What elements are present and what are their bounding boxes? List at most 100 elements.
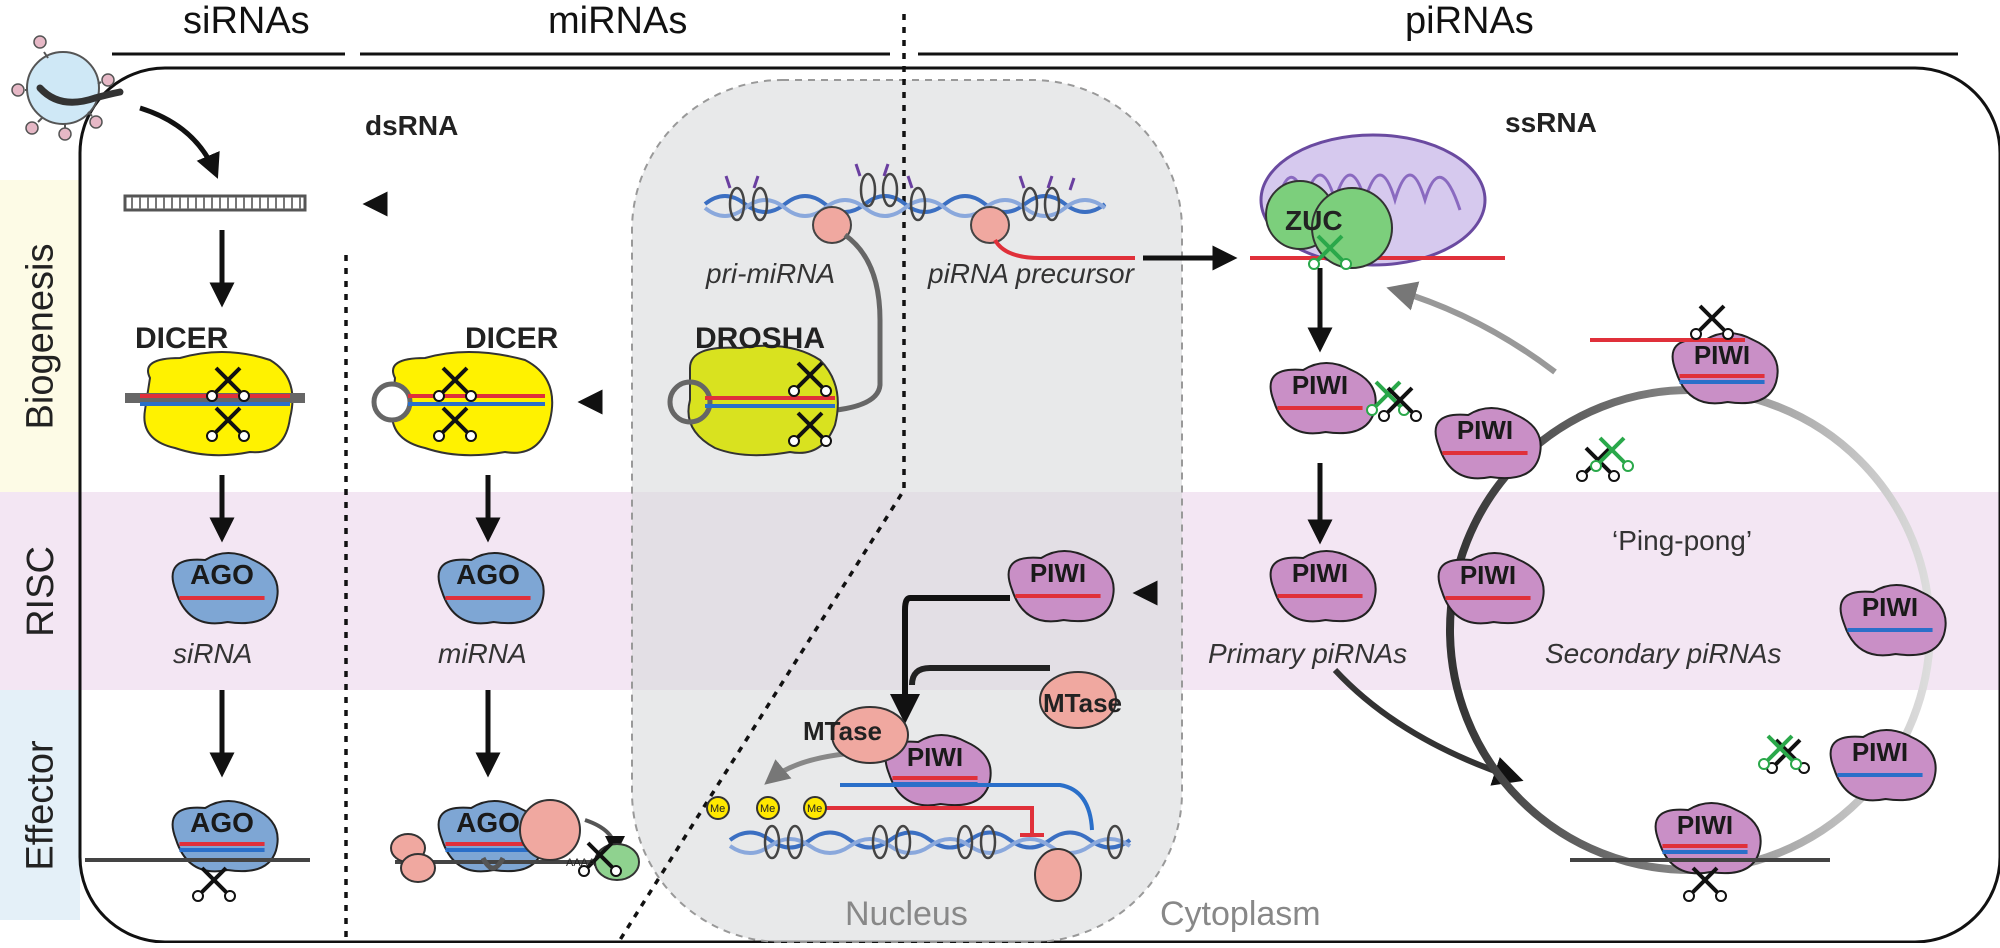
piwi-pingpong-left-upper-label: PIWI <box>1457 415 1513 445</box>
header-pirnas: piRNAs <box>1405 0 1534 42</box>
piwi-primary-label: PIWI <box>1292 558 1348 588</box>
ago-mirna-risc: AGO <box>437 552 545 625</box>
secondary-pirnas-label: Secondary piRNAs <box>1545 638 1782 669</box>
piwi-nuclear-transit-label: PIWI <box>1030 558 1086 588</box>
pri-mirna-label: pri-miRNA <box>705 258 835 289</box>
protein-blobs: AGO AGO AGO AGO PIWI PIWI PIWI PIWI PIWI PIWI PIWI… <box>171 332 1947 875</box>
piwi-pingpong-top: PIWI <box>1671 332 1779 405</box>
scissors-icon <box>1576 446 1620 482</box>
ping-pong-label: ‘Ping-pong’ <box>1612 525 1752 556</box>
scissors-icon <box>206 366 250 402</box>
scissors-icon <box>1308 234 1352 270</box>
scissors-icon <box>788 411 832 447</box>
dicer-mi-label: DICER <box>465 322 559 355</box>
ago-mirna-effector-label: AGO <box>456 807 520 838</box>
piwi-pingpong-left-upper: PIWI <box>1434 407 1542 480</box>
band-biogenesis-label: Biogenesis <box>19 243 62 429</box>
scissors-icon <box>578 841 622 877</box>
scissors-icon <box>433 406 477 442</box>
piwi-pingpong-lower-right-label: PIWI <box>1852 737 1908 767</box>
mirna-effector-extras <box>390 799 640 883</box>
scissors-group <box>192 234 1810 902</box>
piwi-nuclear-effector: PIWI <box>884 734 992 807</box>
biogenesis-band-left <box>0 180 80 492</box>
drosha-label: DROSHA <box>695 322 825 355</box>
band-effector-label: Effector <box>19 739 62 871</box>
piwi-pingpong-bottom-label: PIWI <box>1677 810 1733 840</box>
piwi-pingpong-right-label: PIWI <box>1862 592 1918 622</box>
mtase-free-label: MTase <box>1043 688 1122 718</box>
piwi-primary: PIWI <box>1269 550 1377 623</box>
mtase-free <box>1039 671 1117 729</box>
piwi-pingpong-left-label: PIWI <box>1460 560 1516 590</box>
scissors-icon <box>206 406 250 442</box>
pol-ii-pirna <box>970 206 1010 244</box>
risc-band-left <box>0 492 80 690</box>
scissors-icon <box>433 366 477 402</box>
scissors-icon <box>1758 734 1802 770</box>
pirna-precursor-label: piRNA precursor <box>927 258 1136 289</box>
me-label-2: Me <box>760 803 775 815</box>
flow-arrows <box>139 105 1333 778</box>
chromatin-top <box>703 163 1107 222</box>
mtase-bound-label: MTase <box>803 716 882 746</box>
piwi-zuc-product-label: PIWI <box>1292 370 1348 400</box>
ago-sirna-effector-label: AGO <box>190 807 254 838</box>
diagram-labels: dsRNA ssRNA DICER DICER DROSHA pri-miRNA… <box>135 107 1782 933</box>
pirna-precursor-transcript <box>993 238 1135 260</box>
band-effector: Effector <box>2 690 80 920</box>
nascent-transcript <box>840 783 1094 831</box>
scissors-icon <box>1378 386 1422 422</box>
pol-ii-mirna <box>812 206 852 244</box>
piwi-pingpong-bottom: PIWI <box>1654 802 1762 875</box>
mtase-proteins <box>831 671 1117 764</box>
header-mirnas: miRNAs <box>548 0 688 42</box>
primary-pirnas-label: Primary piRNAs <box>1208 638 1407 669</box>
sirna-label: siRNA <box>173 638 252 669</box>
pol-ii-bottom <box>1034 848 1082 902</box>
dashed-separators <box>344 14 906 944</box>
gradient-arrows <box>362 191 1557 856</box>
pre-mirna-loop <box>371 381 413 423</box>
band-biogenesis: Biogenesis <box>2 180 80 492</box>
scissors-icon <box>1590 436 1634 472</box>
effector-band-left <box>0 690 80 920</box>
band-risc-label: RISC <box>19 545 62 637</box>
scissors-icon <box>192 866 236 902</box>
piwi-pingpong-top-label: PIWI <box>1694 340 1750 370</box>
piwi-pingpong-left: PIWI <box>1437 552 1545 625</box>
mirna-label: miRNA <box>438 638 527 669</box>
header-sirnas: siRNAs <box>183 0 310 42</box>
cytoplasm-label: Cytoplasm <box>1160 895 1321 933</box>
polymerase-icons <box>812 206 1010 244</box>
pri-mirna-loop <box>667 379 713 425</box>
me-label-3: Me <box>807 803 822 815</box>
methyl-marks <box>706 796 827 820</box>
ssrna-label: ssRNA <box>1505 107 1597 138</box>
piwi-zuc-product: PIWI <box>1269 362 1377 435</box>
ago-mirna-risc-label: AGO <box>456 559 520 590</box>
aaaa-label: AAAA <box>566 857 596 869</box>
nucleus <box>631 79 1183 943</box>
piwi-target-rnas <box>85 338 1830 862</box>
virus-icon <box>11 35 124 141</box>
dicer-si-label: DICER <box>135 322 229 355</box>
ago-mirna-effector: AGO <box>437 800 545 873</box>
ago-sirna-risc: AGO <box>171 552 279 625</box>
nucleus-label: Nucleus <box>845 895 968 933</box>
band-risc: RISC <box>2 492 80 690</box>
zuc-label: ZUC <box>1285 205 1343 236</box>
ago-sirna-risc-label: AGO <box>190 559 254 590</box>
piwi-pingpong-lower-right: PIWI <box>1829 729 1937 802</box>
mtase-bound <box>831 706 909 764</box>
scissors-icon <box>1683 866 1727 902</box>
scissors-icon <box>1690 304 1734 340</box>
dsrna-label: dsRNA <box>365 110 458 141</box>
piwi-nuclear-effector-label: PIWI <box>907 742 963 772</box>
dsrna-duplex <box>123 194 307 212</box>
me-label-1: Me <box>710 803 725 815</box>
repression-bar <box>810 806 1044 837</box>
piwi-nuclear-transit: PIWI <box>1007 550 1115 623</box>
